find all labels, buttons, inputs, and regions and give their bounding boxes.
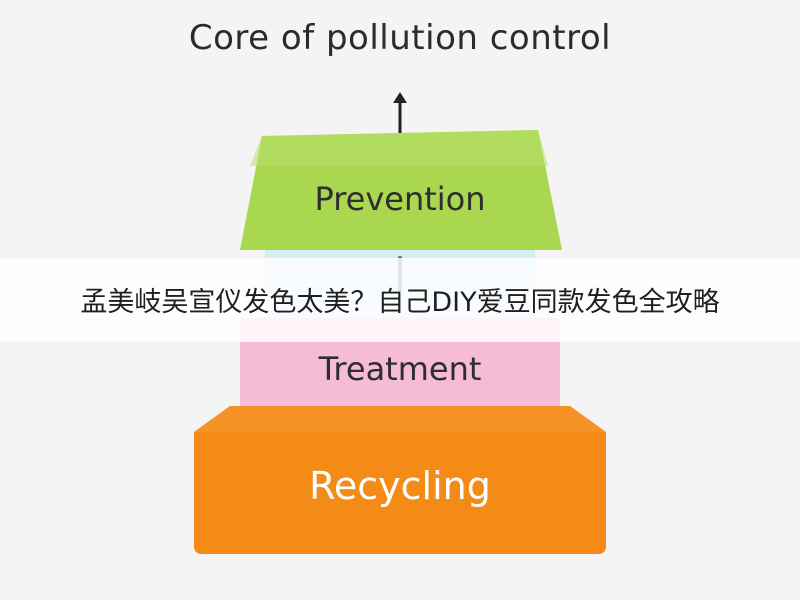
level-recycling [194, 406, 606, 554]
overlay-banner[interactable]: 孟美岐吴宣仪发色太美？自己DIY爱豆同款发色全攻略 [0, 258, 800, 342]
diagram-title: Core of pollution control [188, 18, 612, 58]
up-arrow-icon [393, 92, 407, 136]
level-prevention-label: Prevention [314, 180, 486, 218]
level-prevention [240, 130, 562, 250]
banner-text: 孟美岐吴宣仪发色太美？自己DIY爱豆同款发色全攻略 [80, 287, 720, 318]
level-treatment-label: Treatment [318, 350, 482, 388]
level-recycling-label: Recycling [309, 464, 491, 508]
